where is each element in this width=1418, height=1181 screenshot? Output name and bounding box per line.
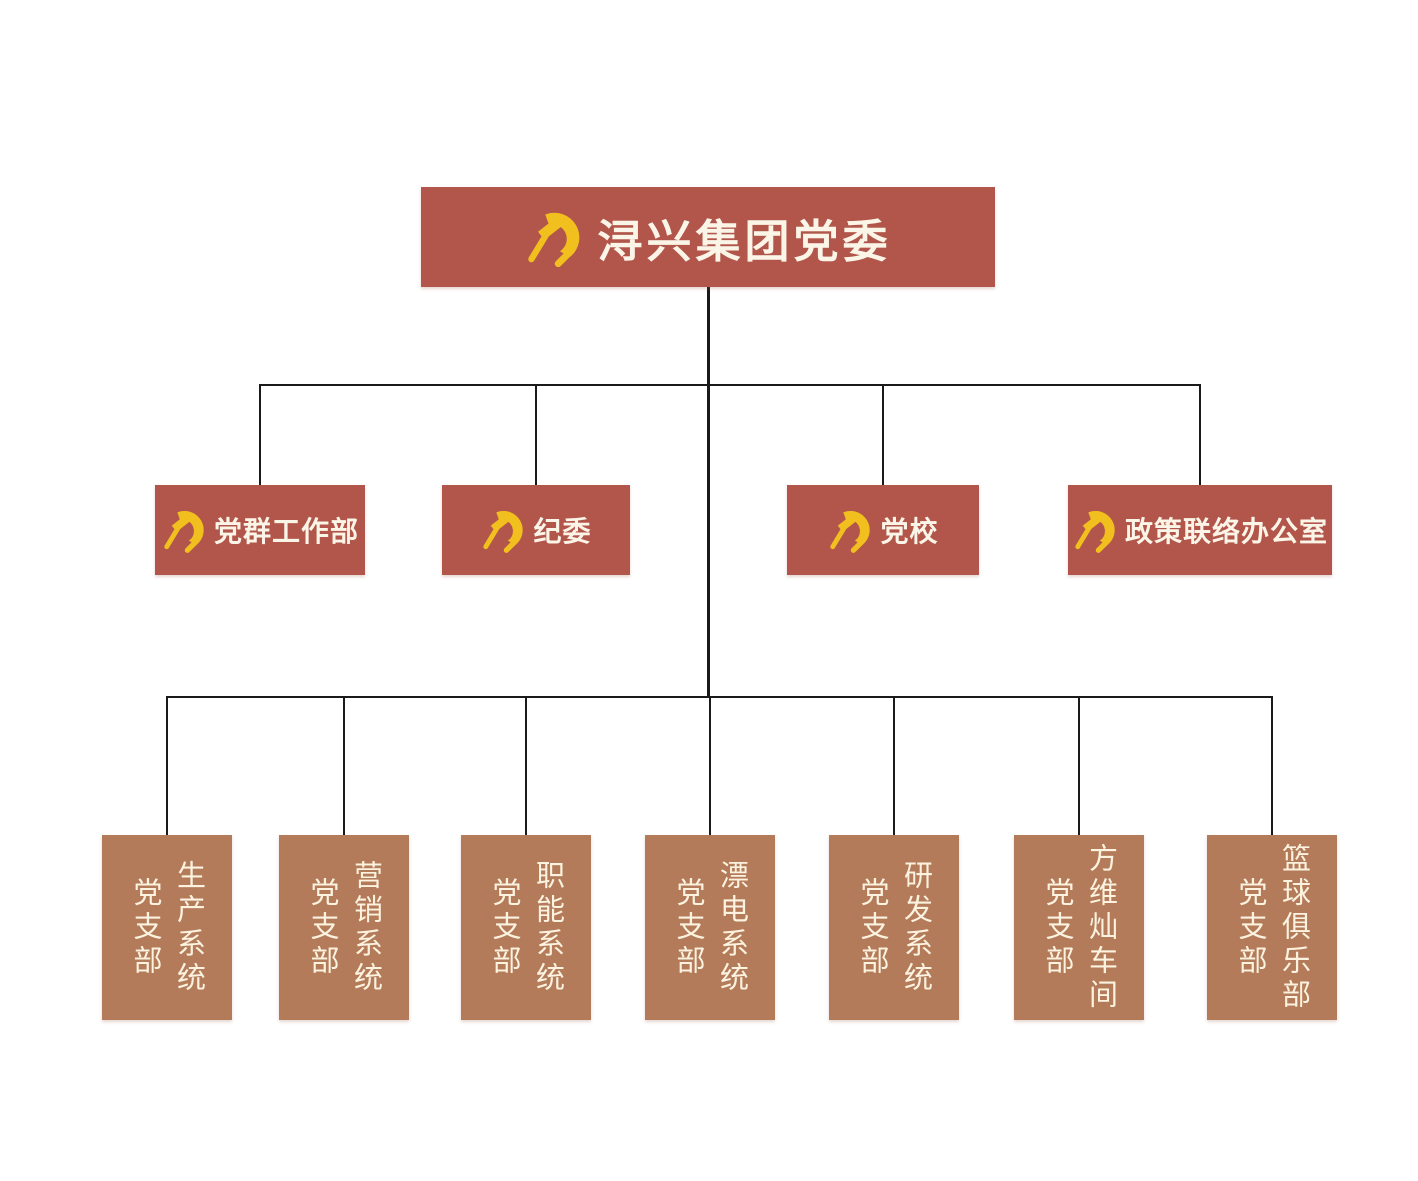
branch-marketing-system: 营销系统 党支部: [279, 835, 409, 1020]
node-label: 政策联络办公室: [1124, 515, 1328, 548]
party-emblem-icon: [1072, 506, 1116, 554]
branch-production-system: 生产系统 党支部: [102, 835, 232, 1020]
branch-bleach-electroplate-system: 漂电系统 党支部: [645, 835, 775, 1020]
node-group-party-committee: 浔兴集团党委: [421, 187, 995, 287]
node-discipline-committee: 纪委: [442, 485, 630, 575]
node-label: 党群工作部: [213, 515, 359, 548]
connector-line: [707, 286, 710, 698]
connector-line: [259, 384, 1201, 386]
node-party-school: 党校: [787, 485, 979, 575]
branch-basketball-club: 篮球俱乐部 党支部: [1207, 835, 1337, 1020]
connector-line: [1078, 697, 1080, 835]
node-label: 浔兴集团党委: [597, 214, 892, 268]
branch-label: 职能系统 党支部: [488, 859, 566, 996]
party-emblem-icon: [827, 506, 871, 554]
party-emblem-icon: [480, 506, 524, 554]
connector-line: [882, 384, 884, 485]
branch-label: 篮球俱乐部 党支部: [1234, 842, 1312, 1013]
connector-line: [709, 697, 711, 835]
connector-line: [535, 384, 537, 485]
branch-label: 生产系统 党支部: [129, 859, 207, 996]
connector-line: [893, 697, 895, 835]
branch-rnd-system: 研发系统 党支部: [829, 835, 959, 1020]
branch-fangweican-workshop: 方维灿车间 党支部: [1014, 835, 1144, 1020]
node-party-masses-work-dept: 党群工作部: [155, 485, 365, 575]
branch-label: 方维灿车间 党支部: [1041, 842, 1119, 1013]
branch-label: 营销系统 党支部: [306, 859, 384, 996]
connector-line: [343, 697, 345, 835]
branch-functional-system: 职能系统 党支部: [461, 835, 591, 1020]
node-policy-liaison-office: 政策联络办公室: [1068, 485, 1332, 575]
connector-line: [525, 697, 527, 835]
party-emblem-icon: [524, 207, 581, 268]
connector-line: [166, 696, 1273, 698]
connector-line: [1199, 384, 1201, 485]
connector-line: [1271, 697, 1273, 835]
branch-label: 研发系统 党支部: [856, 859, 934, 996]
connector-line: [259, 384, 261, 485]
party-emblem-icon: [161, 506, 205, 554]
node-label: 党校: [880, 515, 939, 548]
connector-line: [166, 697, 168, 835]
branch-label: 漂电系统 党支部: [672, 859, 750, 996]
node-label: 纪委: [533, 515, 592, 548]
